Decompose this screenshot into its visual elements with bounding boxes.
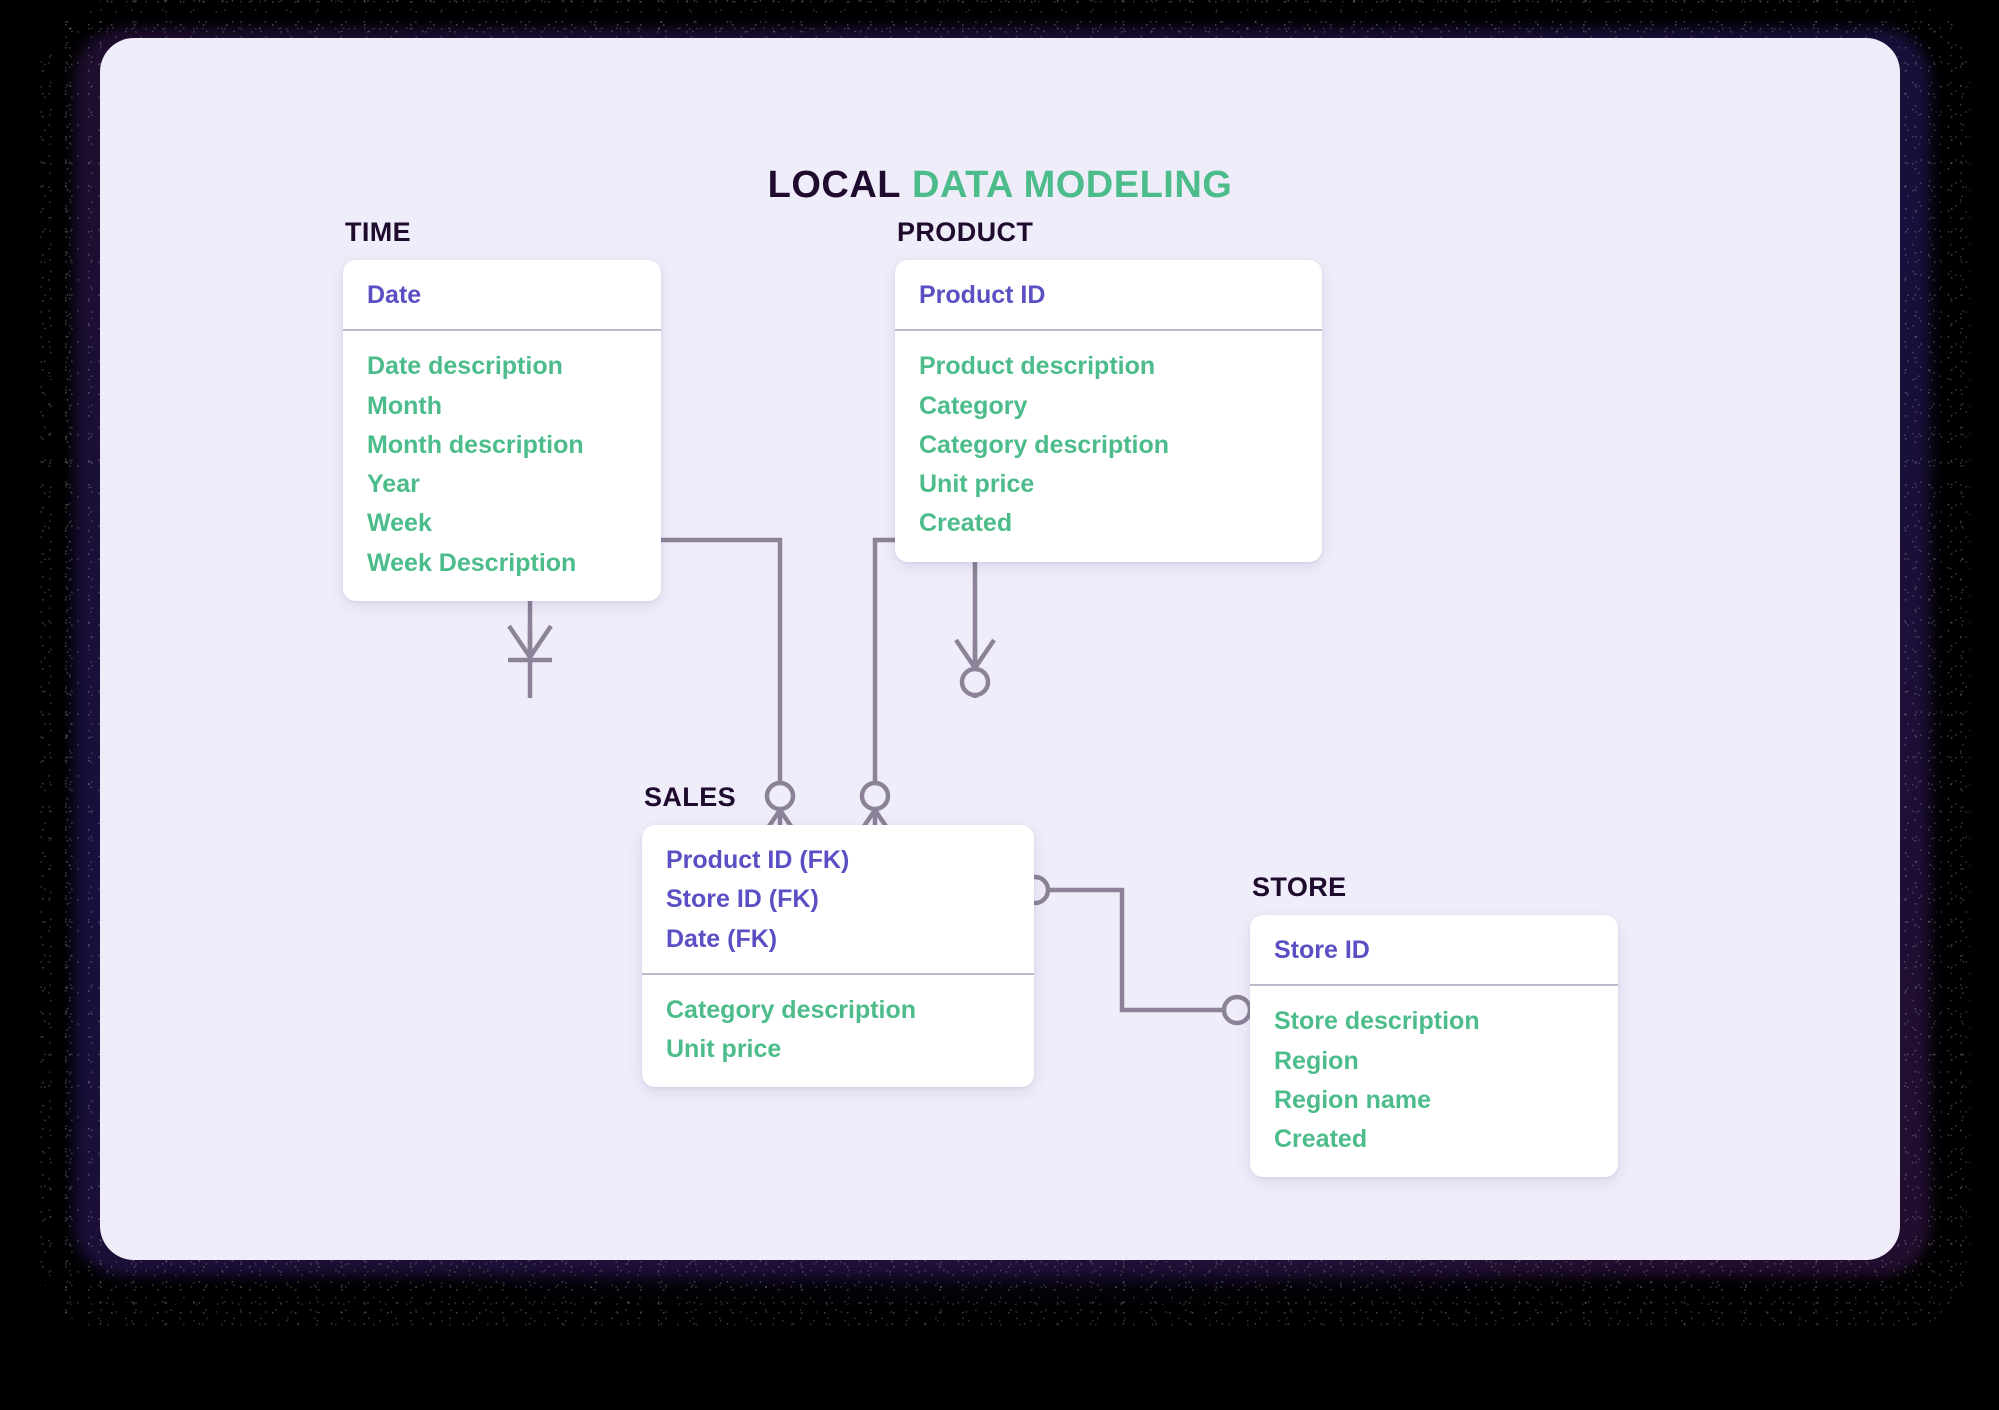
- entity-sales-title: SALES: [644, 782, 737, 812]
- field-attribute: Week: [367, 509, 432, 538]
- entity-sales-keys: Product ID (FK) Store ID (FK) Date (FK): [642, 825, 1034, 973]
- field-attribute: Product description: [919, 352, 1156, 381]
- entity-sales-divider: [642, 972, 1034, 975]
- entity-store-keys: Store ID: [1250, 915, 1618, 984]
- field-attribute: Region name: [1274, 1085, 1431, 1114]
- field-attribute: Month: [367, 391, 442, 420]
- entity-product-attributes: Product description Category Category de…: [895, 331, 1322, 561]
- field-attribute: Region: [1274, 1046, 1359, 1075]
- field-attribute: Category description: [666, 995, 917, 1024]
- entity-product[interactable]: PRODUCT Product ID Product description C…: [895, 217, 1322, 562]
- entity-product-title: PRODUCT: [897, 217, 1034, 247]
- entity-sales-card[interactable]: Product ID (FK) Store ID (FK) Date (FK) …: [642, 825, 1034, 1088]
- field-attribute: Week Description: [367, 548, 577, 577]
- field-key: Store ID: [1274, 936, 1370, 964]
- entity-product-divider: [895, 329, 1322, 332]
- relationship-product-sales: [854, 537, 996, 840]
- field-key: Date (FK): [666, 924, 778, 953]
- field-attribute: Created: [1274, 1125, 1368, 1153]
- field-attribute: Year: [367, 470, 420, 498]
- entity-time-divider: [343, 329, 661, 332]
- crowfoot-product-side: [954, 638, 996, 698]
- field-key: Product ID: [919, 281, 1046, 309]
- field-key: Product ID (FK): [666, 846, 850, 874]
- field-key: Store ID (FK): [666, 885, 819, 914]
- entity-time-card[interactable]: Date Date description Month Month descri…: [343, 260, 661, 601]
- field-attribute: Category: [919, 391, 1028, 420]
- entity-store-attributes: Store description Region Region name Cre…: [1250, 986, 1618, 1177]
- field-attribute: Category description: [919, 430, 1170, 459]
- entity-store-divider: [1250, 984, 1618, 987]
- page-title: LOCAL DATA MODELING: [100, 164, 1900, 207]
- relationship-sales-store: [991, 869, 1281, 1031]
- entity-product-card[interactable]: Product ID Product description Category …: [895, 260, 1322, 562]
- field-attribute: Unit price: [666, 1035, 782, 1063]
- page-title-secondary: DATA MODELING: [912, 164, 1233, 206]
- entity-time-title: TIME: [345, 217, 412, 247]
- entity-store-card[interactable]: Store ID Store description Region Region…: [1250, 915, 1618, 1178]
- field-attribute: Created: [919, 509, 1013, 538]
- entity-time-attributes: Date description Month Month description…: [343, 331, 661, 601]
- field-attribute: Month description: [367, 430, 584, 459]
- entity-store-title: STORE: [1252, 872, 1347, 902]
- entity-sales[interactable]: SALES Product ID (FK) Store ID (FK) Date…: [642, 782, 1034, 1088]
- page-title-primary: LOCAL: [767, 164, 901, 206]
- entity-time[interactable]: TIME Date Date description Month Month d…: [343, 217, 661, 601]
- field-attribute: Store description: [1274, 1007, 1480, 1036]
- entity-store[interactable]: STORE Store ID Store description Region …: [1250, 872, 1618, 1178]
- entity-time-keys: Date: [343, 260, 661, 329]
- diagram-panel: LOCAL DATA MODELING: [100, 38, 1900, 1260]
- entity-product-keys: Product ID: [895, 260, 1322, 329]
- crowfoot-time-side: [507, 624, 553, 663]
- field-key: Date: [367, 281, 422, 309]
- field-attribute: Date description: [367, 352, 563, 381]
- field-attribute: Unit price: [919, 470, 1035, 498]
- entity-sales-attributes: Category description Unit price: [642, 975, 1034, 1088]
